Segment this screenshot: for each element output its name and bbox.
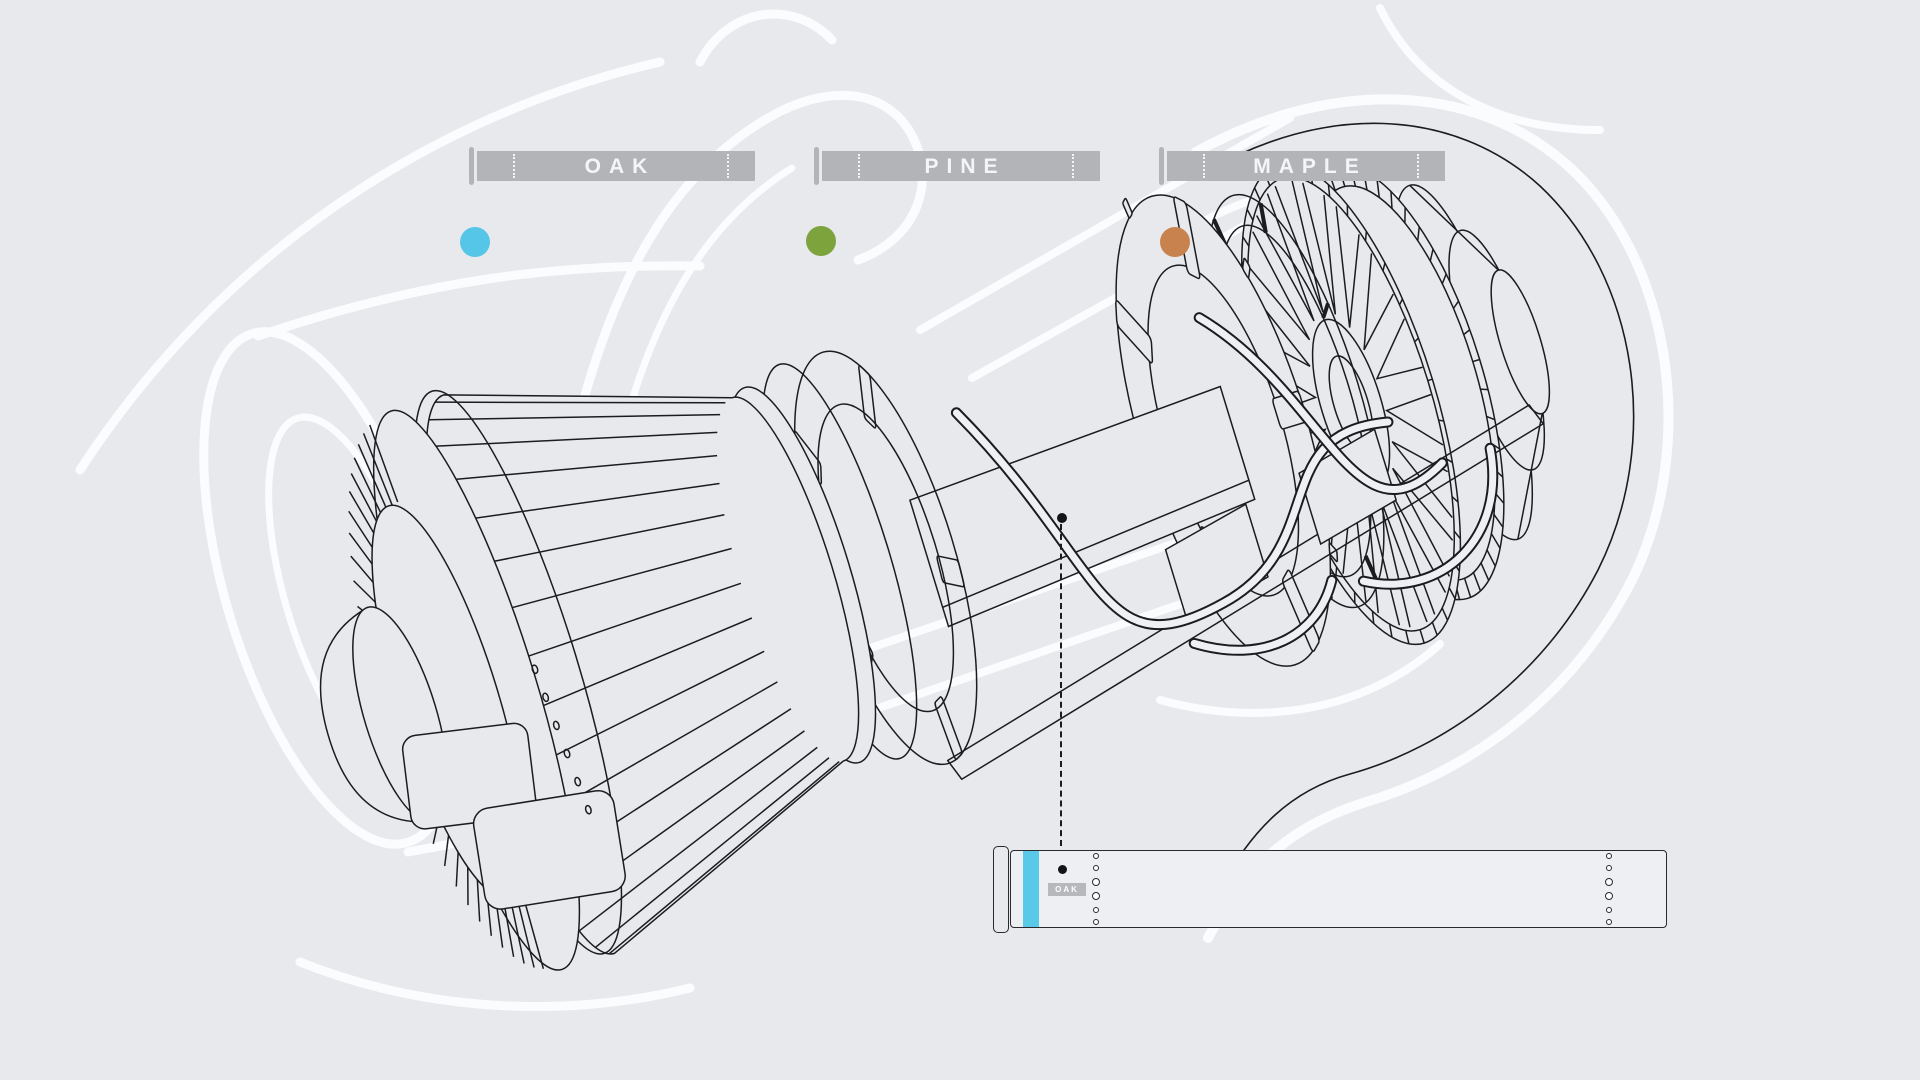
- perforation-hole: [1606, 853, 1612, 859]
- perforation-hole: [1092, 877, 1100, 886]
- perforation-hole: [1605, 892, 1613, 901]
- timeline-band-maple[interactable]: MAPLE: [1159, 147, 1445, 185]
- perforation-hole: [1093, 918, 1099, 925]
- detail-bar-label: OAK: [1048, 883, 1086, 896]
- perforation-hole: [1092, 892, 1100, 901]
- band-dotted-divider: [1072, 154, 1074, 178]
- material-dot-pine[interactable]: [806, 226, 836, 256]
- detail-bar-end-cap[interactable]: [993, 846, 1009, 933]
- band-dotted-divider: [1417, 154, 1419, 178]
- band-dotted-divider: [513, 154, 515, 178]
- band-label: OAK: [584, 154, 656, 178]
- detail-bar[interactable]: OAK: [1010, 850, 1667, 928]
- engine-core-drawing: [241, 77, 1633, 1015]
- perforation-column-right: [1605, 851, 1613, 927]
- perforation-column-left: [1092, 851, 1100, 927]
- perforation-hole: [1093, 865, 1099, 872]
- band-tick: [1159, 147, 1164, 185]
- band-tick: [814, 147, 819, 185]
- timeline-band-oak[interactable]: OAK: [469, 147, 755, 185]
- annotation-connector-line: [1060, 524, 1062, 846]
- perforation-hole: [1606, 918, 1612, 925]
- timeline-band-pine[interactable]: PINE: [814, 147, 1100, 185]
- material-dot-oak[interactable]: [460, 227, 490, 257]
- nacelle-rear-outline: [1205, 122, 1635, 893]
- band-tick: [469, 147, 474, 185]
- perforation-hole: [1093, 906, 1099, 913]
- perforation-hole: [1093, 853, 1099, 859]
- band-dotted-divider: [858, 154, 860, 178]
- detail-bar-marker-dot: [1058, 865, 1067, 874]
- perforation-hole: [1605, 877, 1613, 886]
- band-dotted-divider: [727, 154, 729, 178]
- band-label: MAPLE: [1253, 154, 1367, 178]
- detail-bar-highlight-stripe[interactable]: [1023, 851, 1039, 927]
- perforation-hole: [1606, 865, 1612, 872]
- annotation-anchor-dot: [1057, 513, 1067, 523]
- band-dotted-divider: [1203, 154, 1205, 178]
- material-dot-maple[interactable]: [1160, 227, 1190, 257]
- band-label: PINE: [924, 154, 1006, 178]
- perforation-hole: [1606, 906, 1612, 913]
